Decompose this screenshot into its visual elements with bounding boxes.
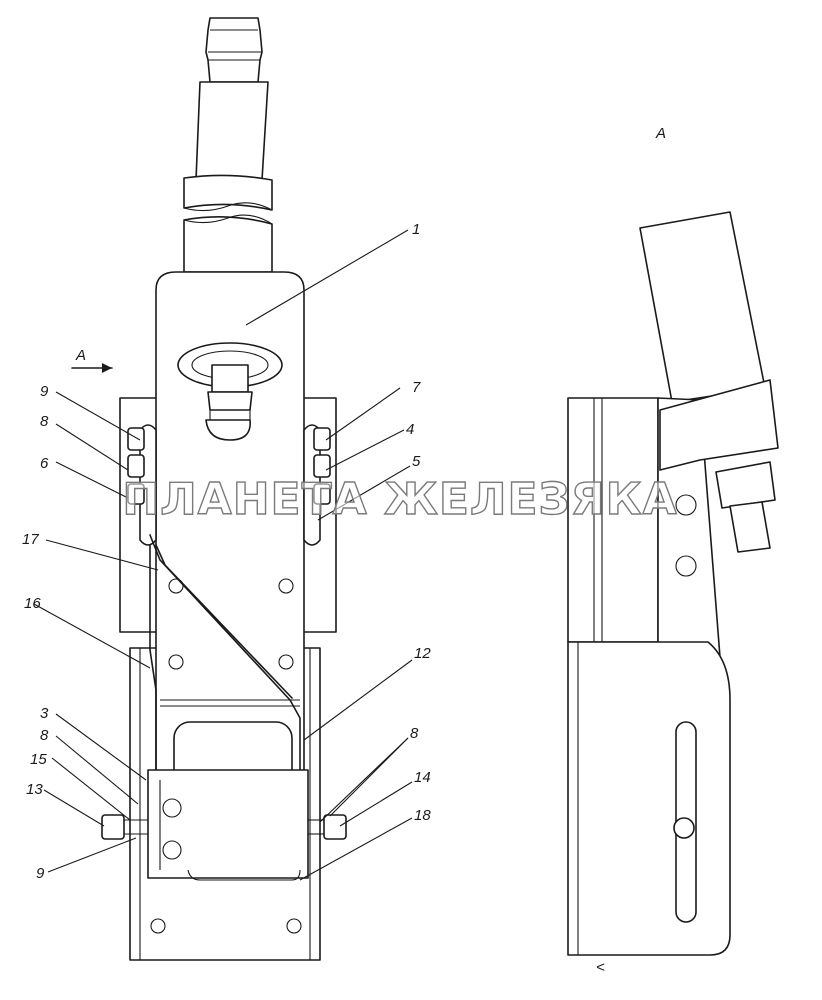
callout-13: 13 bbox=[26, 781, 43, 798]
callout-1: 1 bbox=[412, 221, 420, 238]
callout-17: 17 bbox=[22, 531, 39, 548]
cable bbox=[149, 534, 301, 771]
switch-housing bbox=[147, 721, 309, 881]
callout-6: 6 bbox=[40, 455, 49, 472]
view-label: A bbox=[655, 125, 666, 142]
callout-18: 18 bbox=[414, 807, 431, 824]
side-view bbox=[567, 211, 779, 956]
callout-3: 3 bbox=[40, 705, 49, 722]
callout-15: 15 bbox=[30, 751, 47, 768]
arrow-label: A bbox=[75, 347, 86, 364]
callout-8-top: 8 bbox=[40, 413, 49, 430]
callout-8-right: 8 bbox=[410, 725, 419, 742]
callout-8-mid: 8 bbox=[40, 727, 49, 744]
callout-12: 12 bbox=[414, 645, 431, 662]
callout-4: 4 bbox=[406, 421, 414, 438]
watermark: ПЛАНЕТА ЖЕЛЕЗЯКА bbox=[122, 474, 677, 525]
callout-9-bottom: 9 bbox=[36, 865, 45, 882]
bolt-group bbox=[127, 427, 331, 505]
callout-5: 5 bbox=[412, 453, 421, 470]
callout-9-top: 9 bbox=[40, 383, 49, 400]
view-arrow bbox=[71, 363, 113, 373]
front-view bbox=[71, 17, 347, 961]
wire-left bbox=[149, 544, 157, 776]
callout-7: 7 bbox=[412, 379, 421, 396]
leader-lines bbox=[33, 229, 413, 881]
column-housing bbox=[139, 271, 321, 776]
callout-14: 14 bbox=[414, 769, 431, 786]
bottom-mark: < bbox=[596, 959, 605, 976]
steering-shaft bbox=[183, 17, 273, 273]
cable-second bbox=[155, 544, 293, 699]
nut-group bbox=[101, 814, 347, 840]
callout-16: 16 bbox=[24, 595, 41, 612]
